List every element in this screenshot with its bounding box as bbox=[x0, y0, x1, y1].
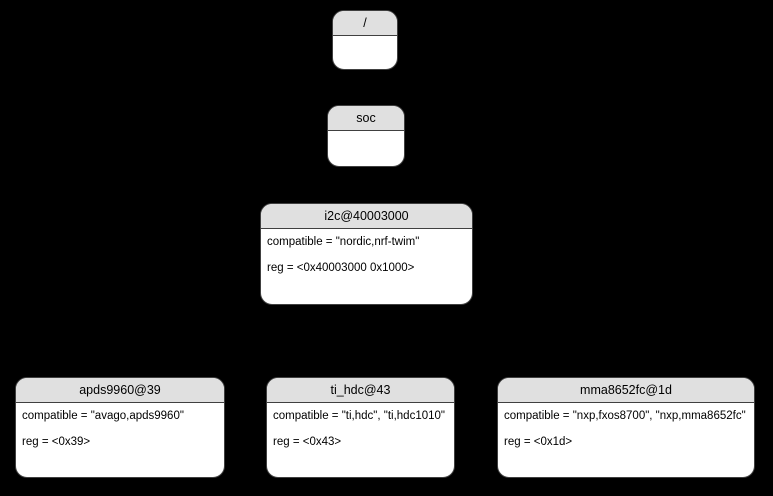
node-property-reg: reg = <0x1d> bbox=[504, 436, 573, 448]
node-property-reg: reg = <0x40003000 0x1000> bbox=[267, 262, 415, 274]
node-body: compatible = "avago,apds9960" reg = <0x3… bbox=[16, 403, 224, 455]
node-soc: soc bbox=[327, 105, 405, 167]
node-property-reg: reg = <0x39> bbox=[22, 436, 91, 448]
node-title: soc bbox=[328, 106, 404, 131]
node-i2c-40003000: i2c@40003000 compatible = "nordic,nrf-tw… bbox=[260, 203, 473, 305]
node-property-compatible: compatible = "nordic,nrf-twim" bbox=[267, 236, 420, 248]
node-body: compatible = "nordic,nrf-twim" reg = <0x… bbox=[261, 229, 472, 281]
node-ti-hdc-43: ti_hdc@43 compatible = "ti,hdc", "ti,hdc… bbox=[266, 377, 455, 478]
node-mma8652fc-1d: mma8652fc@1d compatible = "nxp,fxos8700"… bbox=[497, 377, 755, 478]
node-property-compatible: compatible = "avago,apds9960" bbox=[22, 410, 184, 422]
node-apds9960-39: apds9960@39 compatible = "avago,apds9960… bbox=[15, 377, 225, 478]
node-title: i2c@40003000 bbox=[261, 204, 472, 229]
node-property-compatible: compatible = "nxp,fxos8700", "nxp,mma865… bbox=[504, 410, 746, 422]
node-title: ti_hdc@43 bbox=[267, 378, 454, 403]
node-property-reg: reg = <0x43> bbox=[273, 436, 342, 448]
node-title: apds9960@39 bbox=[16, 378, 224, 403]
node-body: compatible = "nxp,fxos8700", "nxp,mma865… bbox=[498, 403, 754, 455]
node-body: compatible = "ti,hdc", "ti,hdc1010" reg … bbox=[267, 403, 454, 455]
node-title: mma8652fc@1d bbox=[498, 378, 754, 403]
node-title: / bbox=[333, 11, 397, 36]
node-property-compatible: compatible = "ti,hdc", "ti,hdc1010" bbox=[273, 410, 445, 422]
node-root: / bbox=[332, 10, 398, 70]
